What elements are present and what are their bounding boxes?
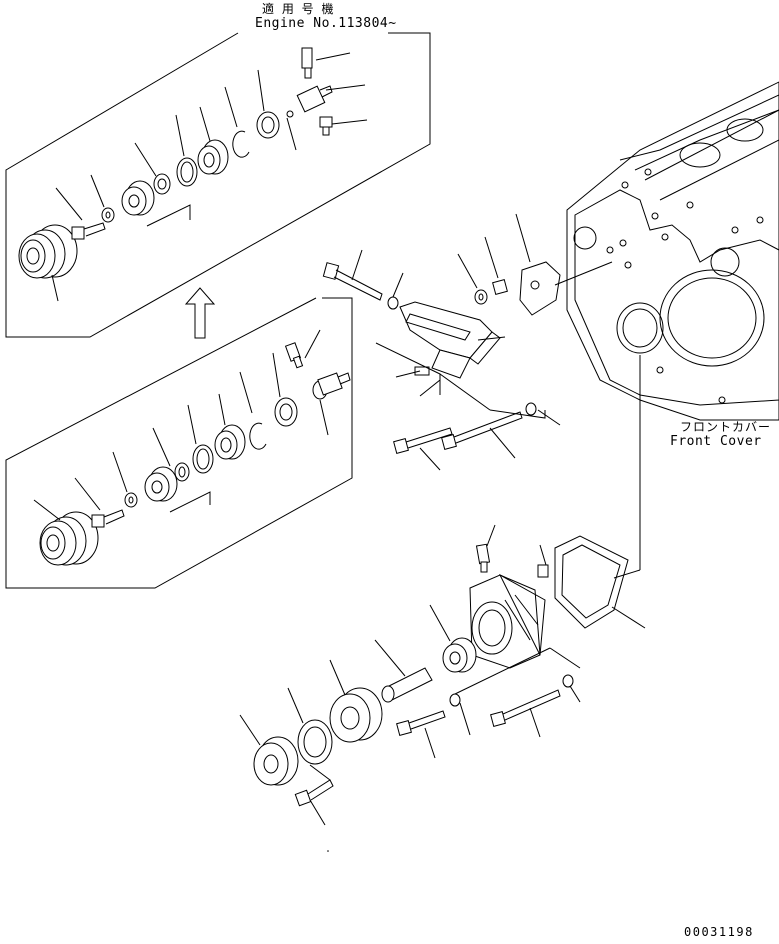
inset-washer (102, 208, 114, 222)
pump-coupling (330, 660, 382, 742)
pump-small-bolt (295, 765, 333, 825)
inset-label-jp: 適 用 号 機 (262, 2, 336, 16)
lower-bearing-2 (215, 425, 245, 459)
inset-parts (19, 48, 367, 301)
bracket-washer-nut (458, 237, 507, 304)
bracket-key (396, 367, 429, 377)
pump-bolts (397, 648, 580, 758)
bracket-long-bolt (323, 250, 382, 300)
lower-snap-ring (250, 423, 266, 449)
inset-bearing-2 (198, 140, 228, 174)
bracket-bolts (394, 403, 560, 470)
cover-fitting (477, 525, 548, 577)
pump-housing (470, 575, 545, 668)
inset-bolt (72, 223, 105, 239)
pump-flange (240, 715, 298, 785)
lower-bolt (92, 510, 124, 527)
lower-pulley (40, 512, 98, 565)
inset-side-fitting (320, 117, 332, 135)
cover-plate (555, 536, 645, 628)
inset-snap-ring (233, 131, 249, 157)
lower-valve (313, 373, 350, 399)
lower-group-frame (6, 298, 352, 588)
pump-shaft (375, 640, 432, 702)
inset-label-engine-no: Engine No.113804~ (255, 16, 397, 31)
pump-gasket (288, 688, 332, 764)
engine-block (555, 82, 779, 570)
inset-nut (154, 174, 170, 194)
lower-ring (193, 445, 213, 473)
inset-frame (6, 33, 430, 337)
lower-washer (125, 493, 137, 507)
lower-group-parts (34, 330, 350, 565)
inset-top-fitting (302, 48, 312, 78)
lower-fitting (286, 343, 303, 368)
inset-ring (177, 158, 197, 186)
inset-bearing (122, 181, 154, 215)
lower-assembly (240, 525, 645, 852)
drawing-number: 00031198 (684, 925, 754, 939)
bracket-body (400, 302, 500, 378)
front-cover-label-en: Front Cover (670, 434, 762, 449)
bracket-assembly (323, 214, 560, 470)
pump-bearing (430, 605, 476, 672)
front-cover-label-jp: フロントカバー (680, 420, 772, 434)
up-arrow-icon (186, 288, 214, 338)
lower-bearing (145, 467, 177, 501)
inset-pulley (19, 225, 77, 278)
bracket-plate (516, 214, 560, 315)
inset-seal (257, 112, 279, 138)
bracket-washer (388, 297, 398, 309)
lower-small-ring (175, 463, 189, 481)
lower-seal (275, 398, 297, 426)
inset-ball (287, 111, 293, 117)
